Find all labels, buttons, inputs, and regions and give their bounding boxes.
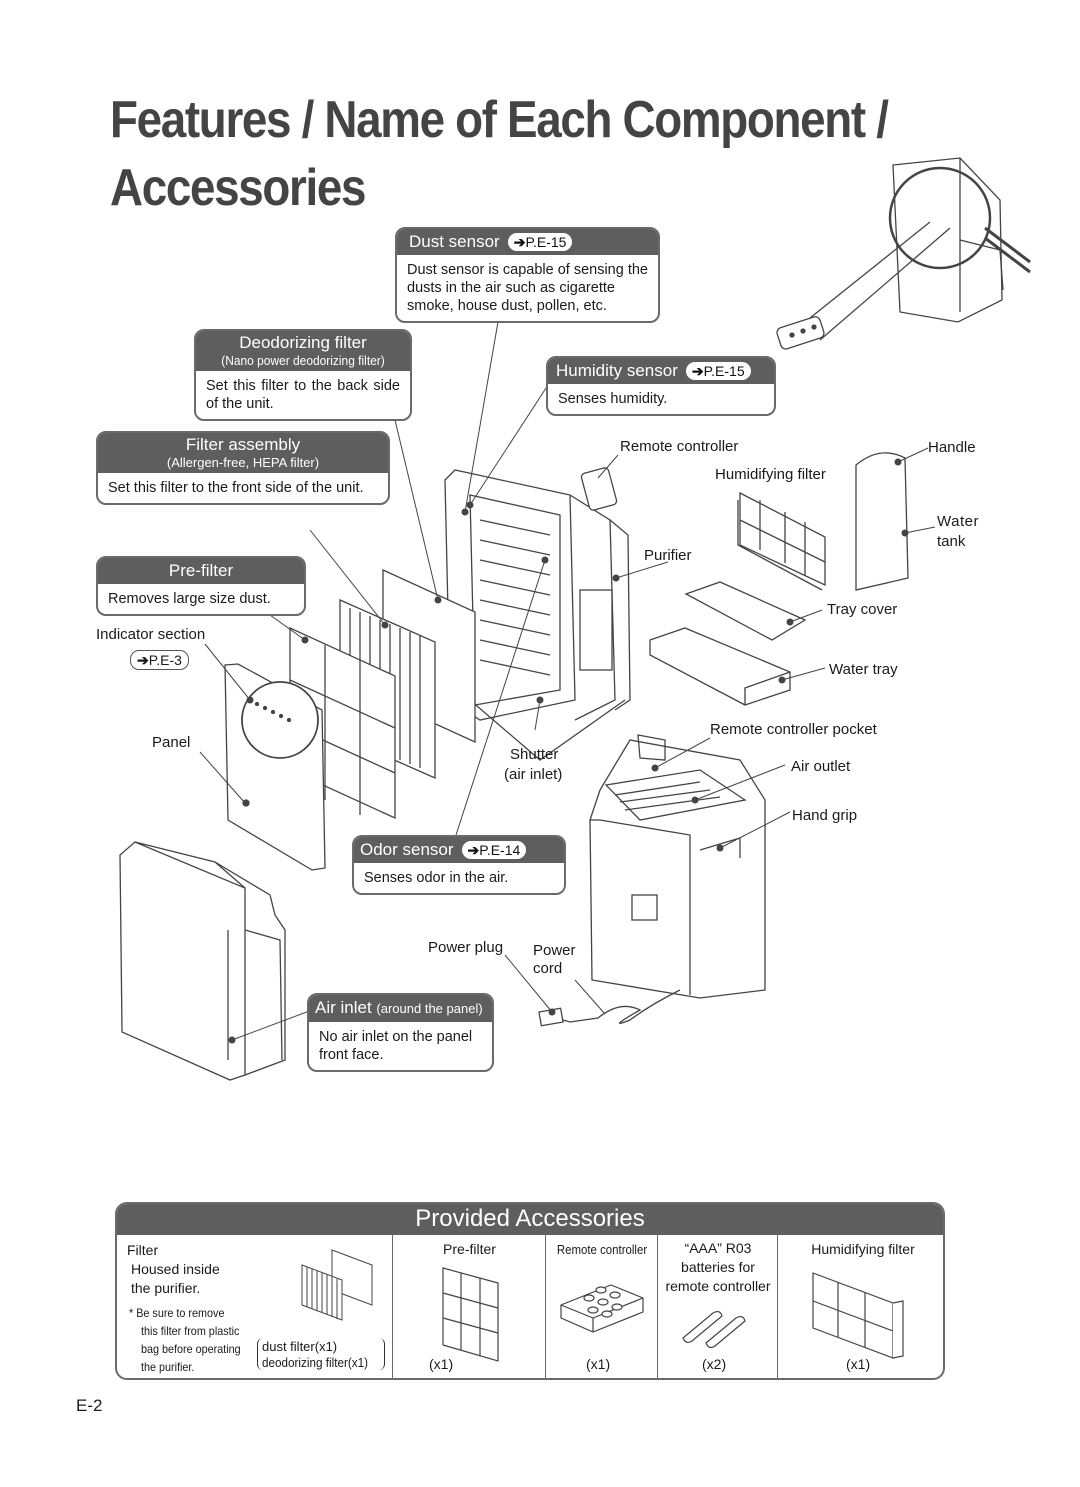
- pre-filter-icon: [442, 1267, 499, 1362]
- page-title-line-1: Features / Name of Each Component /: [110, 91, 889, 149]
- air-inlet-title-note: (around the panel): [376, 1001, 483, 1016]
- deodorizing-filter-title: Deodorizing filter: [239, 333, 367, 352]
- accessory-prefilter-title: Pre-filter: [443, 1241, 496, 1257]
- label-remote-controller-pocket: Remote controller pocket: [710, 721, 877, 738]
- label-water-tank-1: Water: [937, 513, 979, 530]
- filters-illustration: [224, 568, 476, 871]
- accessory-filter-title: Filter: [127, 1242, 159, 1258]
- power-cord-illustration: [538, 989, 681, 1027]
- filter-assembly-callout: Filter assembly(Allergen-free, HEPA filt…: [96, 431, 390, 505]
- arrow-right-icon: ➔: [513, 234, 526, 250]
- accessory-filter-items: dust filter(x1) deodorizing filter(x1): [257, 1338, 385, 1370]
- air-inlet-body: No air inlet on the panel front face.: [319, 1029, 473, 1063]
- label-tray-cover: Tray cover: [827, 601, 898, 618]
- deodorizing-filter-body: Set this filter to the back side of the …: [206, 378, 400, 412]
- humidifier-parts-illustration: [580, 452, 909, 706]
- label-power-cord-1: Power: [533, 942, 576, 959]
- filter-assembly-body: Set this filter to the front side of the…: [108, 480, 364, 496]
- rear-unit-illustration: [589, 734, 766, 999]
- humidity-sensor-title: Humidity sensor: [556, 361, 678, 380]
- front-unit-illustration: [119, 841, 286, 1081]
- accessory-filter-note1: * Be sure to remove: [129, 1306, 225, 1320]
- dust-sensor-body: Dust sensor is capable of sensing the du…: [407, 262, 648, 314]
- label-shutter-2: (air inlet): [504, 766, 563, 783]
- arrow-right-icon: ➔: [467, 842, 480, 858]
- humidity-sensor-ref[interactable]: ➔P.E-15: [685, 362, 751, 380]
- accessory-filter-note4: the purifier.: [141, 1360, 195, 1374]
- indicator-ref[interactable]: ➔P.E-3: [130, 650, 189, 670]
- accessory-filter-note3: bag before operating: [141, 1342, 241, 1356]
- accessory-humidifying-qty: (x1): [846, 1356, 871, 1372]
- odor-sensor-body: Senses odor in the air.: [364, 870, 509, 886]
- arrow-right-icon: ➔: [137, 652, 149, 668]
- provided-accessories-table: Provided Accessories Filter Housed insid…: [115, 1202, 945, 1380]
- filter-assembly-subtitle: (Allergen-free, HEPA filter): [166, 455, 320, 470]
- dust-sensor-callout: Dust sensor ➔P.E-15 Dust sensor is capabl…: [395, 227, 660, 323]
- accessory-remote: Remote controller (x1): [545, 1235, 658, 1378]
- deodorizing-filter-subtitle: (Nano power deodorizing filter): [221, 353, 385, 368]
- dust-sensor-ref[interactable]: ➔P.E-15: [507, 233, 573, 251]
- odor-sensor-callout: Odor sensor ➔P.E-14 Senses odor in the ai…: [352, 835, 566, 895]
- accessory-prefilter: Pre-filter (x1): [392, 1235, 546, 1378]
- humidifying-filter-icon: [812, 1272, 904, 1359]
- label-purifier: Purifier: [644, 547, 692, 564]
- label-water-tray: Water tray: [829, 661, 898, 678]
- accessory-batteries-title1: “AAA” R03: [684, 1240, 752, 1256]
- accessory-filter-note2: this filter from plastic: [141, 1324, 240, 1338]
- accessory-batteries-title2: batteries for: [681, 1259, 755, 1275]
- pre-filter-callout: Pre-filter Removes large size dust.: [96, 556, 306, 616]
- label-power-cord-2: cord: [533, 960, 563, 977]
- label-handle: Handle: [928, 439, 976, 456]
- top-unit-illustration: [776, 157, 1031, 350]
- label-power-plug: Power plug: [428, 939, 504, 956]
- accessories-heading: Provided Accessories: [117, 1204, 943, 1235]
- dust-sensor-title: Dust sensor: [409, 232, 500, 251]
- label-water-tank-2: tank: [937, 533, 966, 550]
- leader-dots: [228, 458, 909, 1044]
- accessory-remote-title: Remote controller: [556, 1242, 648, 1257]
- air-inlet-callout: Air inlet (around the panel) No air inle…: [307, 993, 494, 1072]
- arrow-right-icon: ➔: [691, 363, 704, 379]
- label-hand-grip: Hand grip: [792, 807, 858, 824]
- accessory-humidifying-filter: Humidifying filter (x1): [777, 1235, 943, 1378]
- pre-filter-body: Removes large size dust.: [108, 591, 271, 607]
- deodorizing-filter-callout: Deodorizing filter(Nano power deodorizin…: [194, 329, 412, 421]
- air-inlet-title: Air inlet: [315, 998, 372, 1017]
- accessory-filter: Filter Housed inside the purifier. * Be …: [117, 1235, 392, 1378]
- label-humidifying-filter: Humidifying filter: [715, 466, 826, 483]
- label-air-outlet: Air outlet: [791, 758, 851, 775]
- accessory-filter-line2: the purifier.: [131, 1280, 201, 1296]
- label-indicator-section: Indicator section: [96, 626, 206, 643]
- leader-lines: [199, 321, 936, 1041]
- accessory-remote-qty: (x1): [586, 1356, 611, 1372]
- accessory-humidifying-title: Humidifying filter: [811, 1241, 915, 1257]
- odor-sensor-ref[interactable]: ➔P.E-14: [461, 841, 527, 859]
- dust-filter-icon: [301, 1249, 373, 1321]
- accessory-filter-item2: deodorizing filter(x1): [262, 1355, 369, 1370]
- humidity-sensor-callout: Humidity sensor ➔P.E-15 Senses humidity.: [546, 356, 776, 416]
- filter-assembly-title: Filter assembly: [185, 435, 301, 454]
- label-remote-controller: Remote controller: [620, 438, 739, 455]
- page-title-line-2: Accessories: [110, 159, 366, 217]
- accessory-batteries-title3: remote controller: [665, 1278, 771, 1294]
- accessory-batteries-qty: (x2): [702, 1356, 727, 1372]
- label-shutter-1: Shutter: [510, 746, 559, 763]
- remote-controller-icon: [560, 1284, 644, 1333]
- accessory-filter-item1: dust filter(x1): [262, 1339, 338, 1354]
- accessory-prefilter-qty: (x1): [429, 1356, 454, 1372]
- page-number: E-2: [76, 1396, 103, 1415]
- pre-filter-title: Pre-filter: [168, 561, 234, 580]
- accessory-filter-line1: Housed inside: [131, 1261, 220, 1277]
- odor-sensor-title: Odor sensor: [360, 840, 454, 859]
- label-panel: Panel: [152, 734, 191, 751]
- accessory-batteries: “AAA” R03 batteries for remote controlle…: [657, 1235, 778, 1378]
- battery-icon: [682, 1310, 746, 1348]
- humidity-sensor-body: Senses humidity.: [558, 391, 668, 407]
